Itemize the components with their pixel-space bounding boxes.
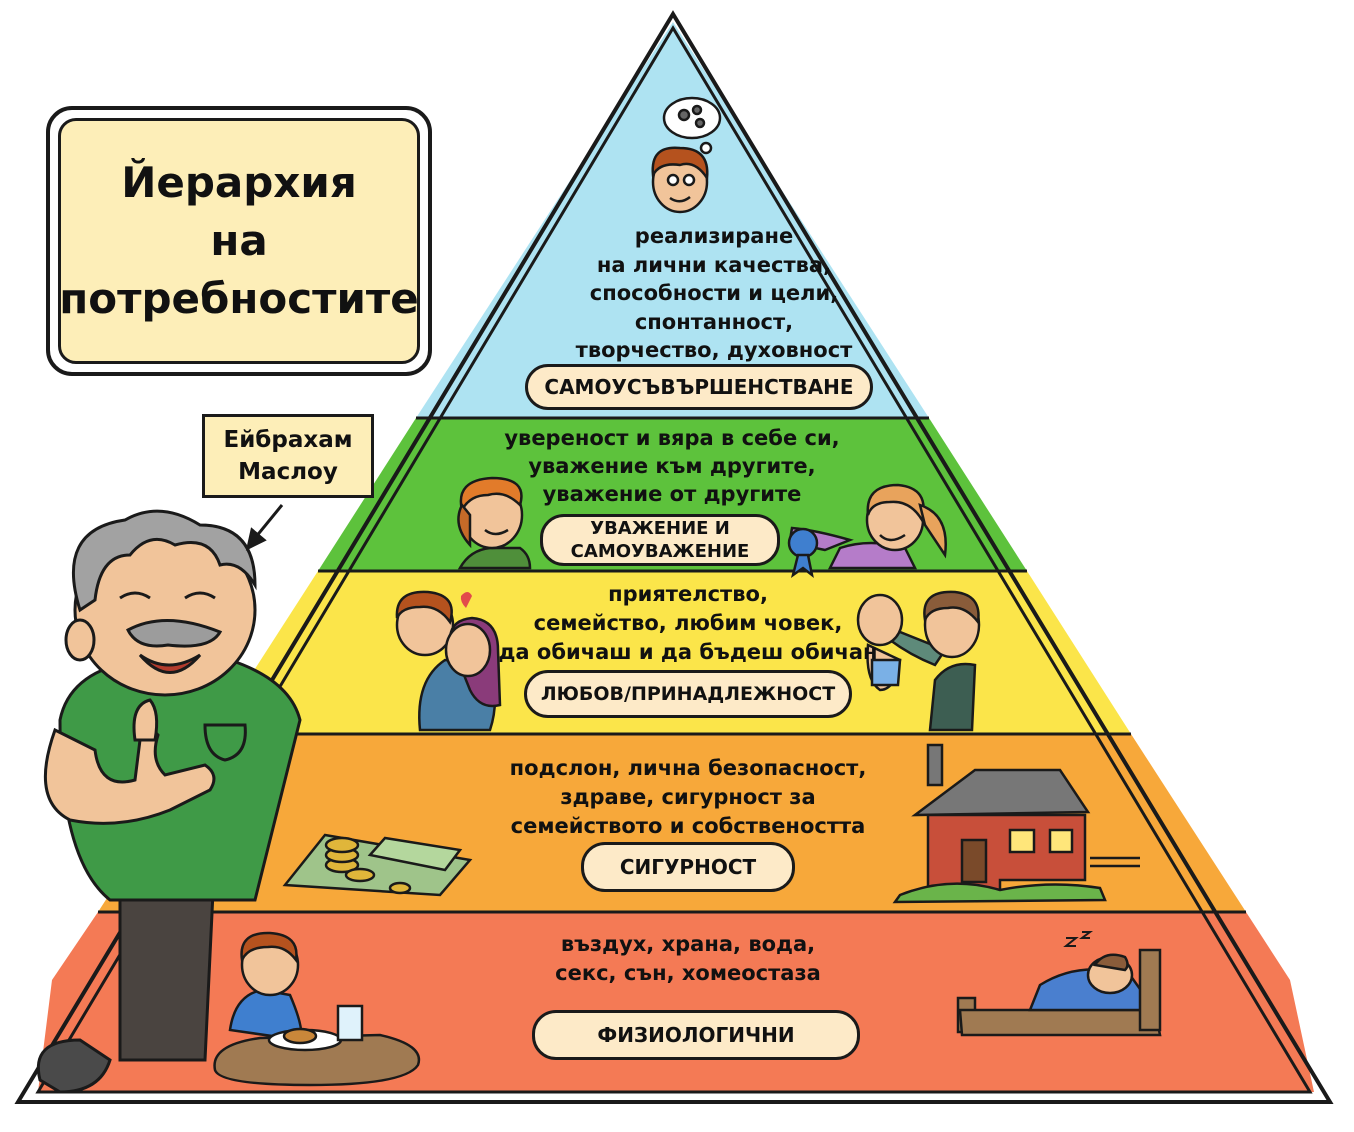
esteem-label: УВАЖЕНИЕ И САМОУВАЖЕНИЕ [540, 514, 780, 566]
esteem-description: увереност и вяра в себе си, уважение към… [504, 424, 839, 508]
desc-line: реализиране [634, 224, 794, 248]
love-figures [395, 590, 981, 732]
tier-self-actualization [416, 22, 929, 418]
love-belonging-description: приятелство, семейство, любим човек, да … [498, 580, 877, 667]
tier-dividers [98, 416, 1246, 914]
desc-line: секс, сън, хомеостаза [555, 961, 821, 985]
maslow-character [37, 509, 302, 1094]
desc-line: здраве, сигурност за [560, 785, 816, 809]
pyramid-outline [14, 10, 1334, 1104]
desc-line: уважение към другите, [528, 454, 816, 478]
desc-line: уважение от другите [542, 482, 802, 506]
desc-line: семейство, любим човек, [533, 611, 843, 635]
author-last-name: Маслоу [238, 459, 338, 485]
desc-line: подслон, лична безопасност, [509, 756, 867, 780]
author-first-name: Ейбрахам [223, 427, 353, 453]
physiological-description: въздух, храна, вода, секс, сън, хомеоста… [555, 930, 821, 988]
label-line: САМОУВАЖЕНИЕ [570, 541, 750, 562]
desc-line: способности и цели, [589, 281, 839, 305]
label-line: ФИЗИОЛОГИЧНИ [597, 1023, 795, 1047]
label-line: СИГУРНОСТ [619, 855, 757, 879]
title-line-2: на [210, 216, 268, 265]
title-inner: Йерархия на потребностите [58, 118, 420, 364]
desc-line: да обичаш и да бъдеш обичан [498, 640, 878, 664]
name-arrow [245, 504, 284, 551]
desc-line: творчество, духовност [575, 338, 853, 362]
label-line: САМОУСЪВЪРШЕНСТВАНЕ [544, 375, 854, 399]
desc-line: на лични качества, [596, 252, 832, 277]
self-actualization-label: САМОУСЪВЪРШЕНСТВАНЕ [525, 364, 873, 410]
physiological-label: ФИЗИОЛОГИЧНИ [532, 1010, 860, 1060]
safety-figures [282, 743, 1140, 904]
title-line-1: Йерархия [121, 158, 357, 207]
desc-line: приятелство, [608, 582, 768, 606]
safety-label: СИГУРНОСТ [581, 842, 795, 892]
label-line: ЛЮБОВ/ПРИНАДЛЕЖНОСТ [540, 683, 836, 705]
physiological-figures [213, 931, 1162, 1087]
safety-description: подслон, лична безопасност, здраве, сигу… [510, 754, 867, 841]
esteem-kids-figures [457, 476, 947, 579]
love-belonging-label: ЛЮБОВ/ПРИНАДЛЕЖНОСТ [524, 670, 852, 718]
desc-line: увереност и вяра в себе си, [504, 426, 840, 450]
title-line-3: потребностите [59, 274, 419, 323]
label-line: УВАЖЕНИЕ И [590, 518, 730, 539]
desc-line: семейството и собствеността [510, 814, 866, 838]
desc-line: спонтанност, [634, 309, 794, 334]
self-actualization-description: реализиране на лични качества, способнос… [576, 222, 853, 365]
thinking-boy-figure [651, 96, 722, 214]
author-name-box: Ейбрахам Маслоу [202, 414, 374, 498]
desc-line: въздух, храна, вода, [560, 932, 816, 956]
title-box: Йерархия на потребностите [46, 106, 432, 376]
